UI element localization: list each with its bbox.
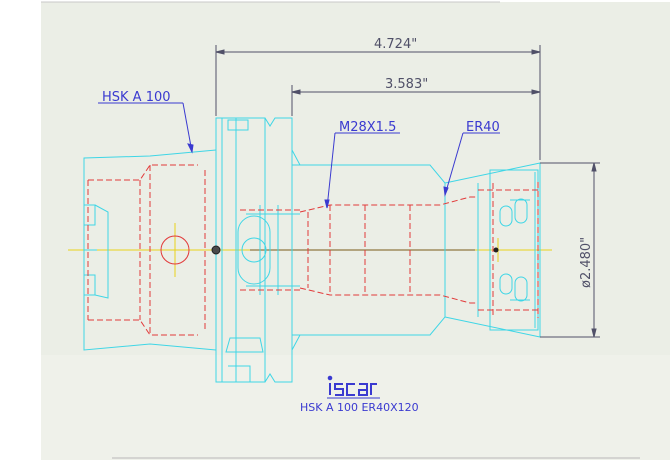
drawing-canvas-lower [41,355,670,460]
holder-outline [83,117,541,383]
drawing-caption: HSK A 100 ER40X120 [300,401,419,414]
collet-callout: ER40 [466,120,500,135]
callout-leaders [98,102,500,209]
tool-point-marker [493,247,499,253]
thread-callout: M28X1.5 [339,120,396,135]
shank-length-dimension: 3.583" [385,77,428,92]
gauge-point-marker [211,245,221,255]
center-line [68,223,552,277]
drawing-canvas [41,2,670,355]
hsk-taper-callout: HSK A 100 [102,90,171,105]
overall-length-dimension: 4.724" [374,37,417,52]
diameter-dimension: ø2.480" [579,237,594,288]
dimension-lines [215,45,600,338]
iscar-logo [327,375,380,399]
bore-circle [160,235,190,265]
hidden-lines [87,164,540,336]
